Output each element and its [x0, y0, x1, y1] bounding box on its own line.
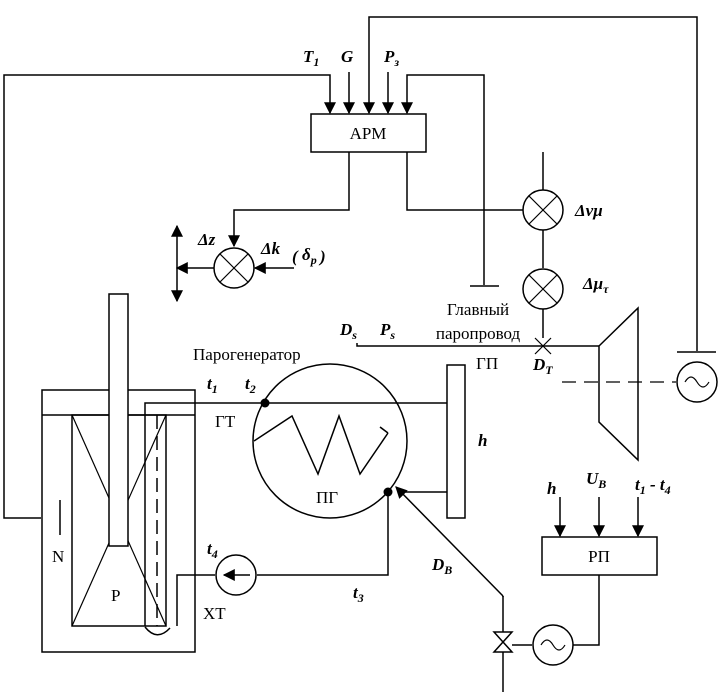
sg-label: ПГ	[316, 488, 338, 507]
circulation-pump	[215, 554, 257, 596]
arm-output-line	[406, 152, 523, 211]
arm-output-line	[228, 152, 350, 248]
summing-junction-dz	[213, 247, 255, 289]
paren-open: (	[292, 247, 299, 266]
main-steam-line	[356, 343, 599, 347]
ps-label: Ps	[379, 320, 395, 342]
rp-label: РП	[588, 547, 610, 566]
deltap-label: δp	[302, 245, 317, 267]
sg-node	[260, 398, 270, 408]
reactor-label: Р	[111, 586, 120, 605]
generator	[676, 361, 718, 403]
summing-junction-dmut	[522, 268, 564, 310]
dt-label: DT	[532, 355, 553, 377]
t3-label: t3	[353, 583, 364, 605]
sg-node	[383, 487, 393, 497]
dvmu-label: Δνμ	[574, 201, 603, 220]
ub-label: UB	[586, 469, 606, 491]
feedwater-valve	[492, 631, 514, 653]
ds-label: Ds	[339, 320, 357, 342]
turbine-valve	[534, 337, 552, 355]
h-level-label: h	[478, 431, 487, 450]
t4-label: t4	[207, 539, 218, 561]
main-steam-line-label-2: паропровод	[436, 324, 521, 343]
rp-block: РП	[541, 536, 658, 576]
t1-label: t1	[207, 374, 218, 396]
arm-block: АРМ	[310, 113, 427, 153]
primary-cold-leg	[257, 492, 389, 576]
dz-label: Δz	[197, 230, 216, 249]
arm-label: АРМ	[350, 124, 387, 143]
primary-cold-leg	[176, 574, 215, 626]
paren-close: )	[318, 247, 326, 266]
dk-label: Δk	[260, 239, 281, 258]
loop-arc	[144, 626, 171, 636]
rp-output-line	[573, 575, 600, 646]
main-steam-line-label-1: Главный	[447, 300, 509, 319]
t1-signal-label: T1	[303, 47, 319, 69]
summing-junction-dvmu	[522, 189, 564, 231]
steam-generator	[252, 363, 408, 519]
feed-pump-motor	[532, 624, 574, 666]
n-label: N	[52, 547, 64, 566]
db-label: DB	[431, 555, 452, 577]
pz-signal-label: Pз	[383, 47, 399, 69]
feedwater-line	[395, 486, 504, 597]
control-rod	[108, 293, 129, 547]
reactor	[41, 293, 196, 653]
t2-label: t2	[245, 374, 256, 396]
level-column	[446, 364, 466, 519]
h-input-label: h	[547, 479, 556, 498]
arm-input-arrows	[3, 16, 698, 519]
turbine	[598, 306, 639, 462]
gp-label: ГП	[476, 354, 498, 373]
dmut-label: Δμτ	[582, 274, 609, 296]
g-signal-label: G	[341, 47, 354, 66]
xt-label: ХТ	[203, 604, 226, 623]
gt-label: ГТ	[215, 412, 236, 431]
primary-hot-leg	[144, 402, 447, 626]
t1-t4-label: t1 - t4	[635, 475, 671, 497]
steam-generator-title: Парогенератор	[193, 345, 301, 364]
